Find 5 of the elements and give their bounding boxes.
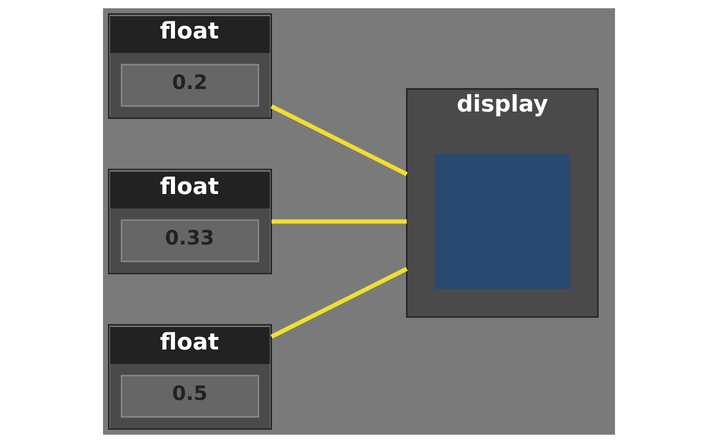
connector	[270, 104, 408, 176]
cluster: display	[406, 88, 599, 318]
node-box	[434, 154, 570, 290]
connector	[272, 219, 407, 224]
connector	[270, 266, 408, 339]
